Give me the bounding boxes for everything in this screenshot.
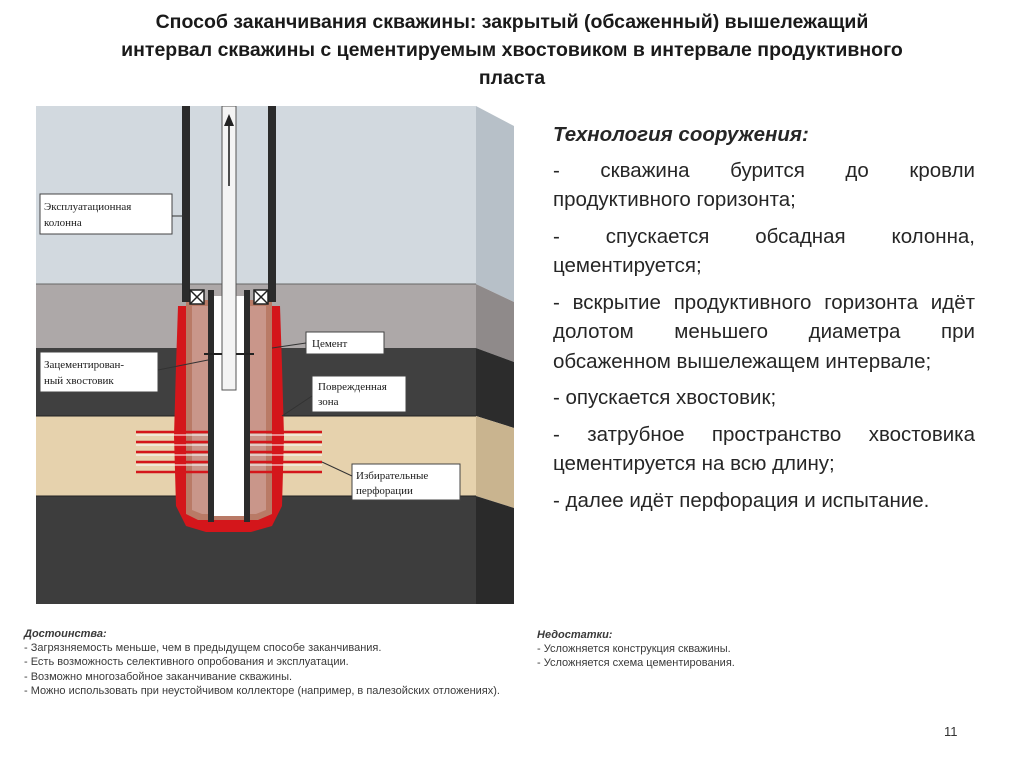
liner-right: [244, 290, 250, 522]
tubing: [221, 106, 237, 391]
label-cemented-liner-line-1: Зацементирован-: [44, 359, 124, 371]
technology-section: Технология сооружения: - скважина буритс…: [553, 120, 975, 522]
label-selective-perforations-line-2: перфорации: [356, 485, 413, 497]
label-cement: Цемент: [271, 331, 385, 355]
technology-item: - далее идёт перфорация и испытание.: [553, 488, 930, 512]
slide-title-line-2: интервал скважины с цементируемым хвосто…: [121, 39, 903, 61]
advantages-item: - Есть возможность селективного опробова…: [24, 656, 349, 669]
label-cemented-liner-line-2: ный хвостовик: [44, 375, 114, 387]
advantages-heading: Достоинства:: [24, 628, 107, 640]
disadvantages-item: - Усложняется схема цементирования.: [537, 657, 735, 670]
disadvantages-heading: Недостатки:: [537, 629, 613, 641]
block-side-bottom: [476, 496, 514, 604]
label-exploitation-column: Эксплуатационная колонна: [39, 193, 184, 235]
label-selective-perforations-line-1: Избирательные: [356, 470, 428, 482]
block-side-pay: [476, 416, 514, 508]
slide-title: Способ заканчивания скважины: закрытый (…: [60, 8, 964, 92]
casing-left: [182, 106, 190, 302]
label-cemented-liner: Зацементирован- ный хвостовик: [39, 351, 209, 393]
label-damaged-zone-line-1: Поврежденная: [318, 381, 387, 393]
liner-left: [208, 290, 214, 522]
casing-right: [268, 106, 276, 302]
advantages-item: - Можно использовать при неустойчивом ко…: [24, 684, 500, 697]
label-damaged-zone-line-2: зона: [318, 396, 339, 408]
block-side-sky: [476, 106, 514, 302]
slide-title-line-3: пласта: [478, 67, 546, 89]
advantages-item: - Возможно многозабойное заканчивание ск…: [24, 670, 293, 683]
advantages-item: - Загрязняемость меньше, чем в предыдуще…: [24, 642, 382, 655]
label-selective-perforations: Избирательные перфорации: [321, 461, 461, 501]
well-diagram-svg: Эксплуатационная колонна Цемент Зацемент…: [36, 106, 514, 604]
well-completion-diagram: Эксплуатационная колонна Цемент Зацемент…: [36, 106, 514, 604]
disadvantages-section: Недостатки: - Усложняется конструкция ск…: [537, 628, 837, 671]
technology-item: - спускается обсадная колонна, цементиру…: [553, 224, 975, 278]
technology-item: - затрубное пространство хвостовика цеме…: [553, 422, 975, 476]
block-side-upper: [476, 284, 514, 362]
selective-perforations: [136, 430, 322, 474]
page-number: 11: [944, 724, 958, 739]
technology-item: - опускается хвостовик;: [553, 386, 777, 409]
label-exploitation-column-line-1: Эксплуатационная: [44, 201, 131, 213]
slide-title-line-1: Способ заканчивания скважины: закрытый (…: [155, 11, 869, 33]
technology-heading: Технология сооружения:: [553, 123, 809, 146]
advantages-section: Достоинства: - Загрязняемость меньше, че…: [24, 627, 524, 698]
label-damaged-zone: Поврежденная зона: [281, 375, 407, 417]
label-cement-text: Цемент: [312, 338, 348, 350]
label-exploitation-column-line-2: колонна: [44, 217, 82, 229]
technology-item: - скважина бурится до кровли продуктивно…: [553, 158, 975, 212]
block-side-dark: [476, 348, 514, 428]
disadvantages-item: - Усложняется конструкция скважины.: [537, 643, 731, 656]
technology-item: - вскрытие продуктивного горизонта идёт …: [553, 290, 975, 373]
